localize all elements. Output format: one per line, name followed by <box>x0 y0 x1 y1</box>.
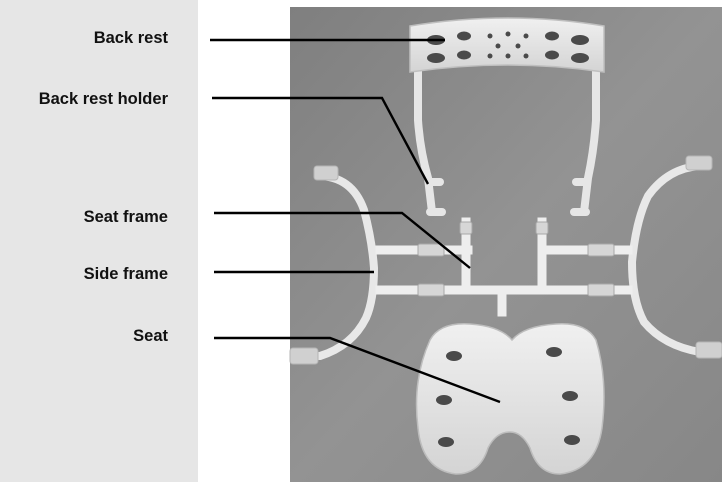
back-rest <box>410 18 604 72</box>
